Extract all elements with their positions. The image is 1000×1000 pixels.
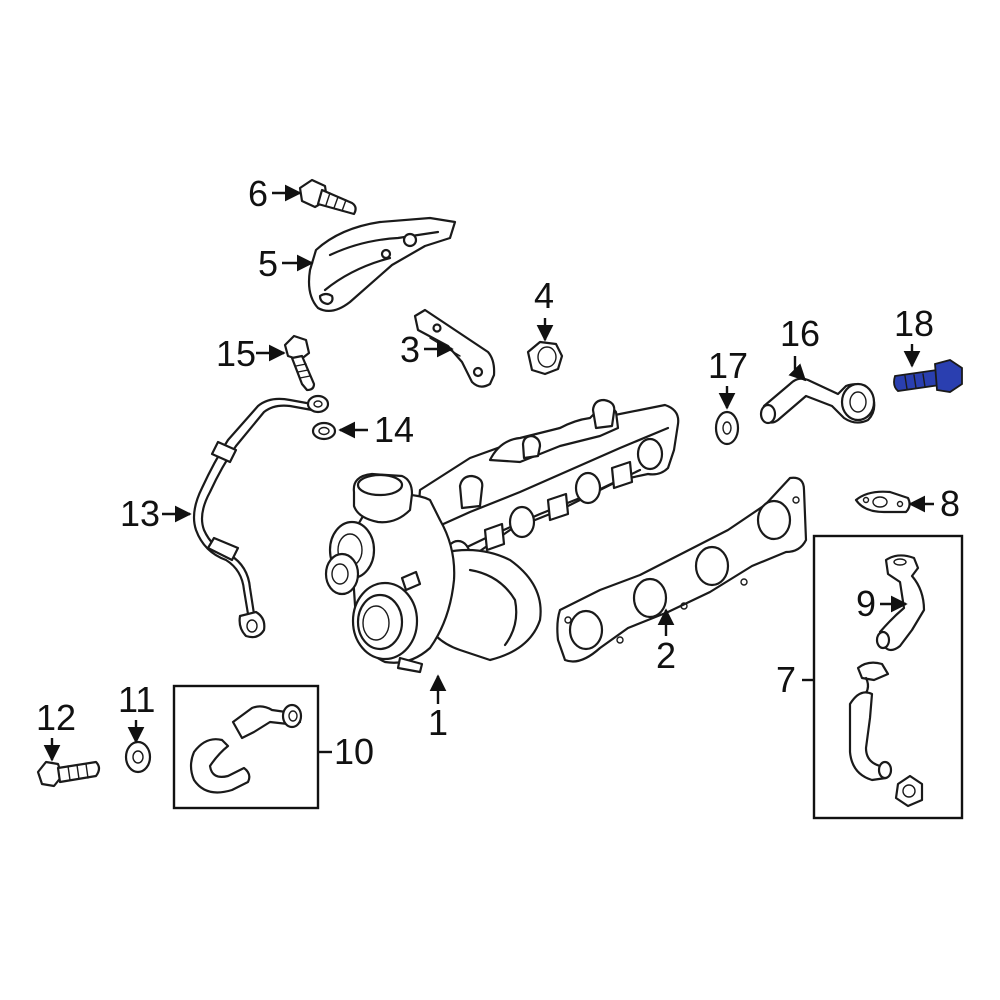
part-8-gasket[interactable]: [854, 490, 911, 514]
leader-lines: [43, 184, 934, 762]
part-10-kit-box: [172, 684, 320, 810]
callout-10: 10: [334, 731, 374, 772]
callout-12: 12: [36, 697, 76, 738]
part-11-washer[interactable]: [124, 740, 152, 774]
part-15-bolt[interactable]: [283, 334, 316, 392]
part-6-bolt[interactable]: [298, 178, 357, 216]
part-18-bolt[interactable]: [893, 359, 963, 393]
part-16-coolant-pipe[interactable]: [759, 377, 876, 425]
callout-17: 17: [708, 345, 748, 386]
part-2-gasket[interactable]: [556, 476, 808, 663]
leader-16: [788, 356, 807, 382]
callout-18: 18: [894, 303, 934, 344]
part-7-kit-box: [812, 534, 964, 820]
part-4-nut[interactable]: [526, 340, 564, 376]
callout-4: 4: [534, 275, 554, 316]
part-10-hose[interactable]: [189, 703, 303, 794]
part-7-hose-kit[interactable]: [848, 661, 924, 808]
part-13-oil-line[interactable]: [192, 394, 330, 639]
callout-3: 3: [400, 329, 420, 370]
part-1-turbocharger[interactable]: [324, 398, 680, 674]
callout-8: 8: [940, 483, 960, 524]
callout-9: 9: [856, 583, 876, 624]
callout-6: 6: [248, 173, 268, 214]
callout-2: 2: [656, 635, 676, 676]
callout-14: 14: [374, 409, 414, 450]
callout-15: 15: [216, 333, 256, 374]
part-5-heat-shield[interactable]: [307, 216, 457, 313]
callout-11: 11: [118, 679, 155, 720]
part-9-hose[interactable]: [875, 554, 926, 652]
callout-16: 16: [780, 313, 820, 354]
part-17-washer[interactable]: [714, 410, 740, 446]
callout-13: 13: [120, 493, 160, 534]
part-14-washer[interactable]: [311, 421, 337, 441]
callout-7: 7: [776, 659, 796, 700]
part-12-bolt[interactable]: [36, 760, 101, 788]
callout-5: 5: [258, 243, 278, 284]
callout-1: 1: [428, 702, 448, 743]
